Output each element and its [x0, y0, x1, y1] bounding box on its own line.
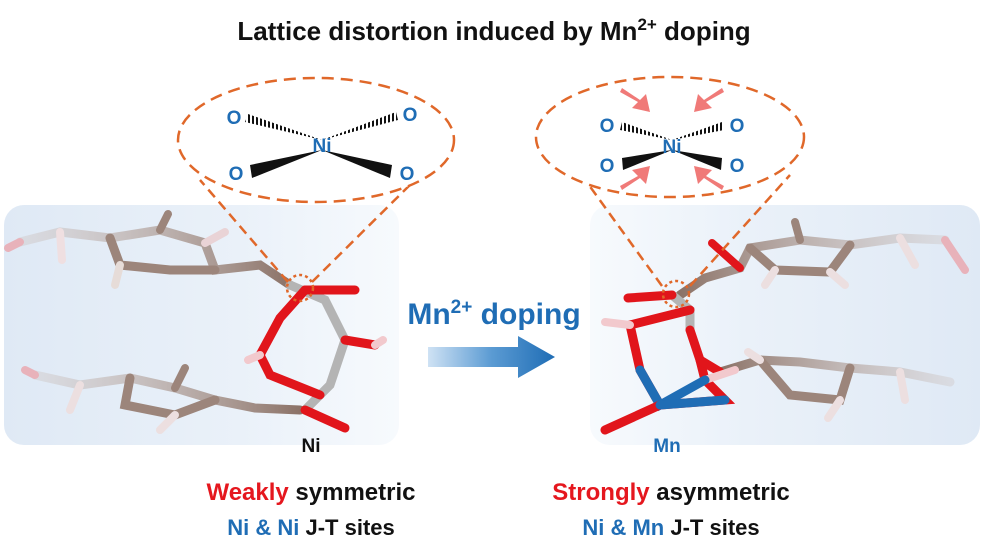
right-wedge-bond-bottom-left: [622, 150, 672, 170]
left-zoom-line-right: [311, 174, 421, 283]
right-wedge-bond-bottom-right: [672, 150, 722, 170]
right-o-top-left: O: [600, 116, 615, 137]
compression-arrow-top-right: [694, 88, 724, 112]
compression-arrows: [620, 88, 724, 190]
left-o-top-right: O: [403, 105, 418, 126]
right-o-bottom-left: O: [600, 156, 615, 177]
left-caption-line2: Ni & Ni J-T sites: [227, 515, 395, 540]
left-o-bottom-right: O: [400, 164, 415, 185]
left-o-top-left: O: [227, 108, 242, 129]
compression-arrow-bottom-right: [694, 166, 724, 190]
compression-arrow-top-left: [620, 88, 650, 112]
left-hashed-bond-top-right: [322, 112, 398, 140]
left-wedge-bond-bottom-right: [322, 150, 392, 178]
left-caption-line1: Weakly symmetric: [206, 479, 415, 506]
right-molecule-structure: [600, 218, 969, 435]
right-caption-line1: Strongly asymmetric: [552, 479, 789, 506]
left-o-bottom-left: O: [229, 164, 244, 185]
left-hashed-bond-top-left: [245, 114, 322, 140]
left-highlight-circle: [285, 273, 315, 303]
right-o-top-right: O: [730, 116, 745, 137]
right-zoom-line-right: [689, 174, 791, 287]
left-center-atom: Ni: [313, 136, 332, 157]
right-site-label: Mn: [653, 436, 680, 457]
left-site-label: Ni: [302, 436, 321, 457]
right-o-bottom-right: O: [730, 156, 745, 177]
right-highlight-circle: [661, 279, 691, 309]
right-hashed-bond-top-right: [672, 122, 724, 140]
right-zoom-ellipse: [534, 75, 806, 199]
right-hashed-bond-top-left: [620, 122, 672, 140]
left-octahedron: Ni O O O O: [227, 105, 418, 185]
figure-title: Lattice distortion induced by Mn2+ dopin…: [237, 15, 750, 46]
left-zoom-line-left: [199, 179, 289, 283]
doping-arrow: [428, 336, 555, 378]
right-caption-line2: Ni & Mn J-T sites: [582, 515, 759, 540]
right-center-atom: Ni: [663, 137, 682, 158]
doping-arrow-label: Mn2+ doping: [407, 297, 580, 331]
right-octahedron: Ni O O O O: [600, 88, 745, 190]
right-zoom-line-left: [576, 169, 664, 287]
left-wedge-bond-bottom-left: [250, 150, 322, 178]
compression-arrow-bottom-left: [620, 166, 650, 190]
